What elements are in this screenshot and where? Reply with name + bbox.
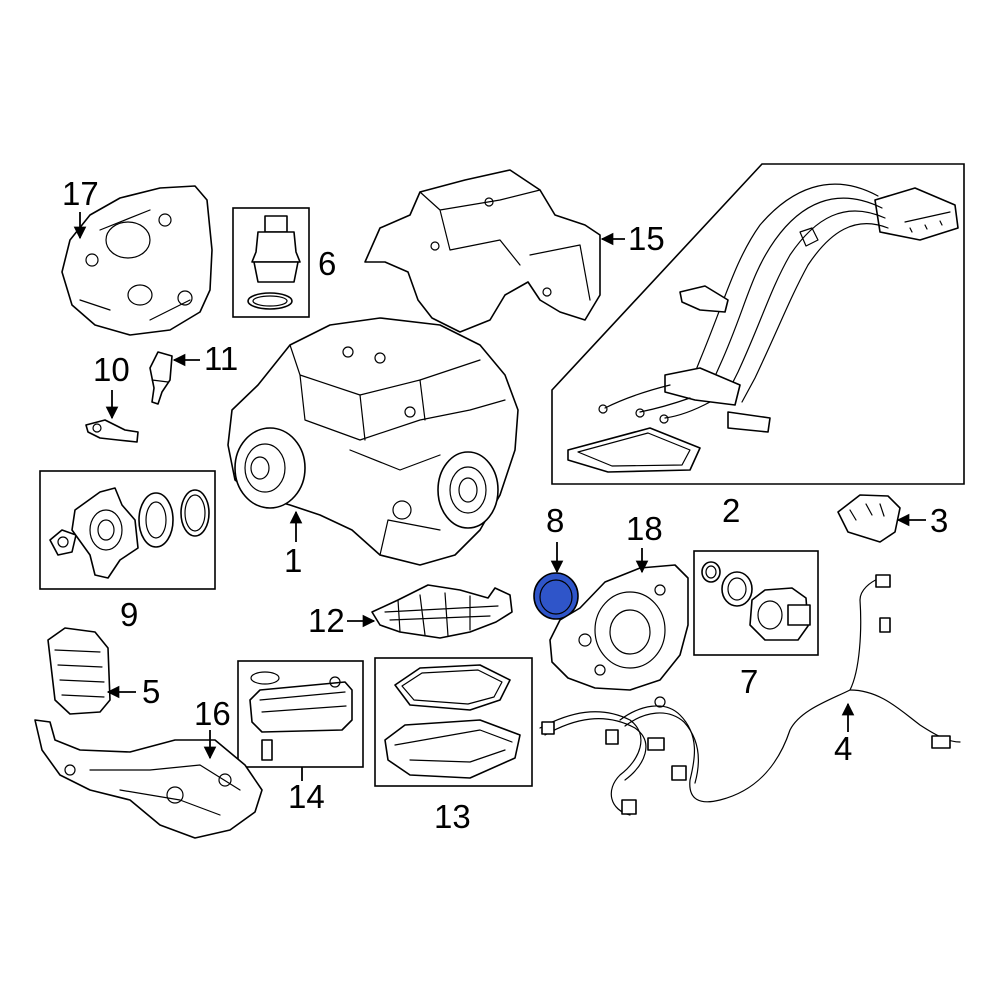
- part-13-box: [374, 657, 533, 787]
- callout-2: 2: [722, 492, 740, 529]
- callout-9: 9: [120, 596, 138, 633]
- part-6-sensor[interactable]: [247, 215, 301, 310]
- callout-14: 14: [288, 778, 325, 815]
- callout-5: 5: [142, 673, 160, 710]
- part-6-box: [232, 207, 310, 318]
- part-3-clip[interactable]: [837, 494, 901, 543]
- part-7-box: [693, 550, 819, 656]
- callout-3: 3: [930, 502, 948, 539]
- part-12-shield[interactable]: [371, 584, 513, 639]
- callout-13: 13: [434, 798, 471, 835]
- callout-12: 12: [308, 602, 345, 639]
- part-1-transmission-housing[interactable]: [227, 317, 519, 566]
- callout-16: 16: [194, 695, 231, 732]
- part-8-seal-highlighted[interactable]: [533, 572, 579, 620]
- callout-6: 6: [318, 245, 336, 282]
- part-2-hv-cable[interactable]: [567, 183, 959, 473]
- part-10-speed-sensor[interactable]: [85, 419, 139, 443]
- part-14-cover[interactable]: [249, 671, 353, 761]
- callout-11: 11: [204, 340, 238, 377]
- part-5-control-module[interactable]: [47, 627, 111, 715]
- part-17-housing-cover[interactable]: [61, 185, 213, 336]
- part-18-side-cover[interactable]: [549, 564, 689, 691]
- part-4-wiring-harness[interactable]: [539, 574, 961, 816]
- callout-18: 18: [626, 510, 663, 547]
- part-9-flange-kit[interactable]: [49, 487, 210, 579]
- callout-1: 1: [284, 542, 302, 579]
- callout-15: 15: [628, 220, 665, 257]
- part-14-box: [237, 660, 364, 768]
- callout-4: 4: [834, 730, 852, 767]
- callout-17: 17: [62, 175, 99, 212]
- callout-8: 8: [546, 502, 564, 539]
- callout-7: 7: [740, 663, 758, 700]
- part-13-oil-pan[interactable]: [384, 664, 521, 779]
- part-2-box: [551, 163, 965, 485]
- part-16-lower-bracket[interactable]: [34, 719, 263, 839]
- part-7-actuator[interactable]: [701, 561, 811, 641]
- part-15-bracket[interactable]: [364, 169, 601, 333]
- callout-10: 10: [93, 351, 130, 388]
- part-9-box: [39, 470, 216, 590]
- part-11-temp-sensor[interactable]: [149, 351, 173, 405]
